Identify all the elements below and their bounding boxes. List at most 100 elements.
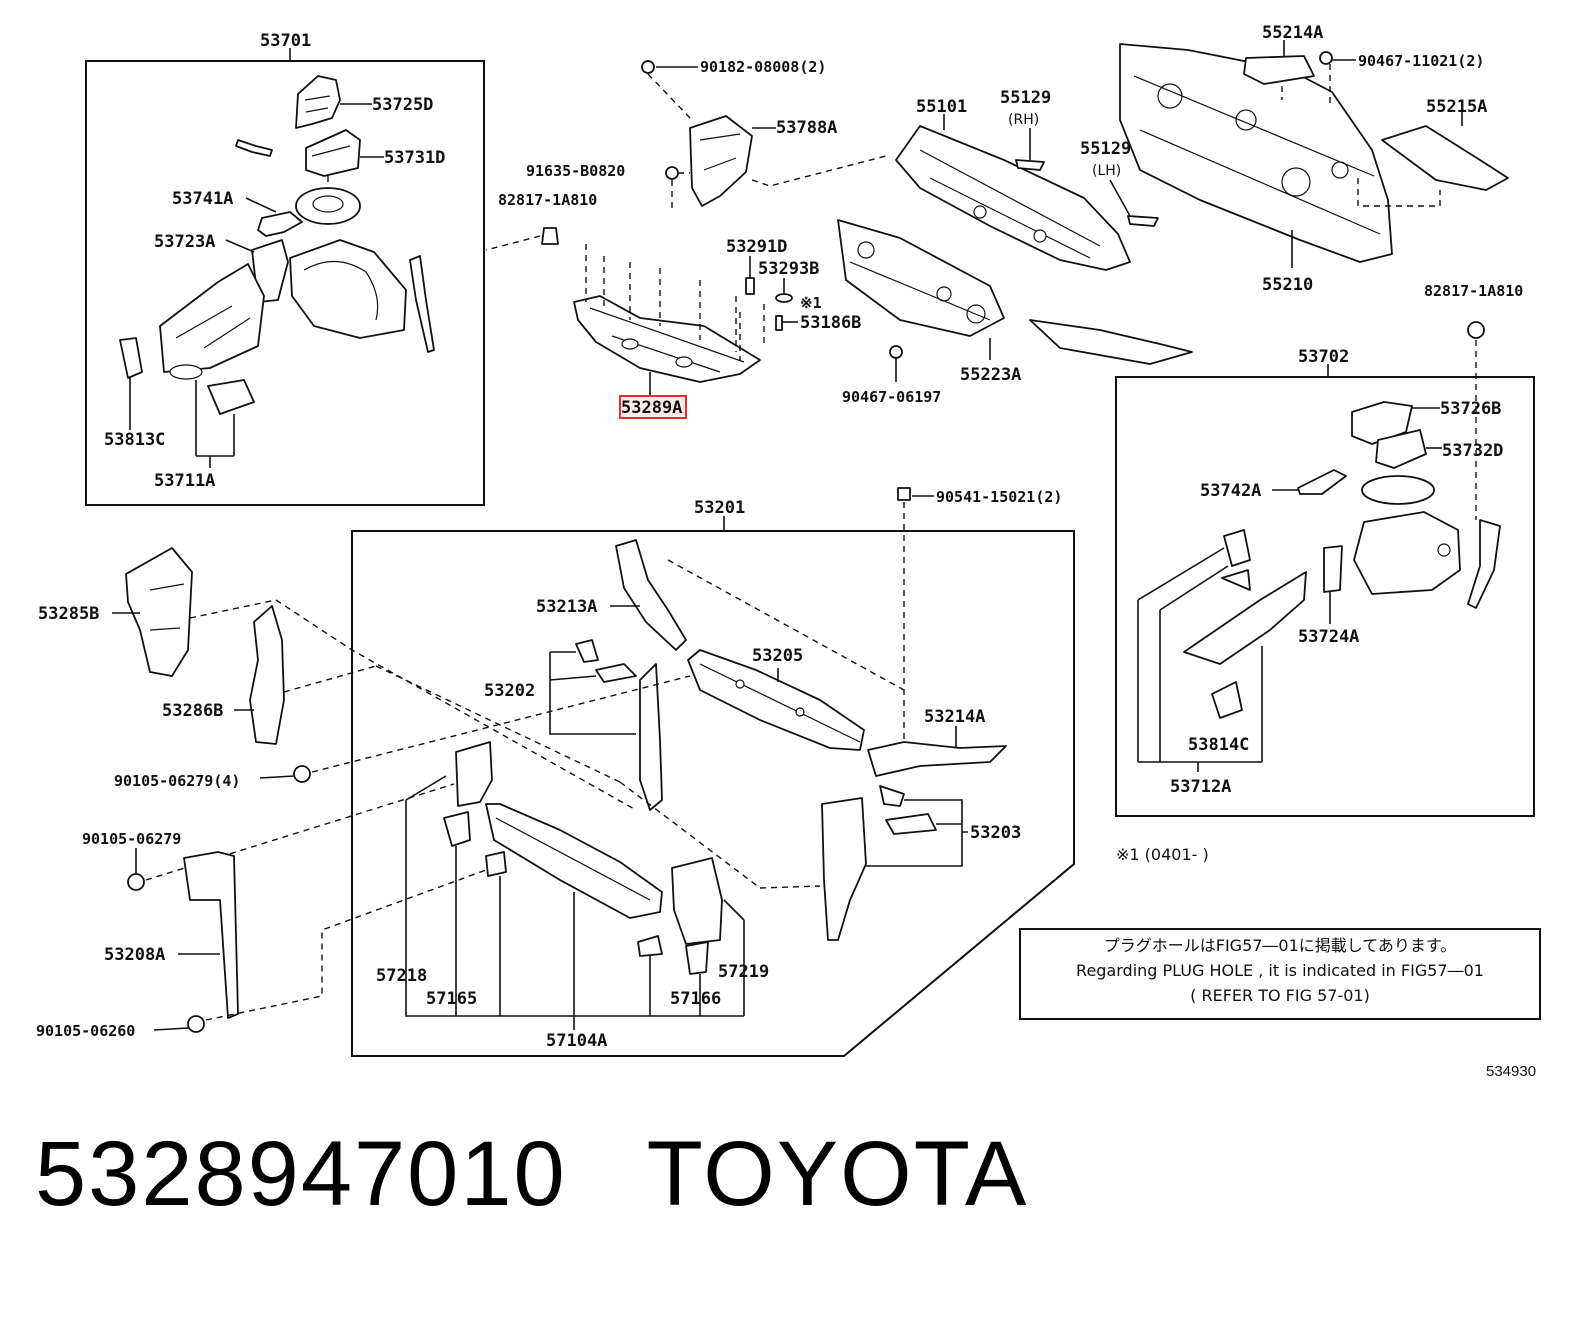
part-55215A-shape[interactable] xyxy=(1381,125,1509,191)
part-55101-shape[interactable] xyxy=(895,125,1131,271)
part-53813C-shape[interactable] xyxy=(119,337,143,379)
label-53814C[interactable]: 53814C xyxy=(1188,735,1249,755)
part-53726B-shape[interactable] xyxy=(1351,401,1413,445)
label-55129RH[interactable]: 55129 xyxy=(1000,88,1051,108)
part-53814C-shape[interactable] xyxy=(1211,681,1243,719)
part-57104A-shape[interactable] xyxy=(485,803,663,919)
part-53285B-shape[interactable] xyxy=(125,547,193,677)
clip-82817b-icon[interactable] xyxy=(1467,321,1485,339)
part-53214A-shape[interactable] xyxy=(867,741,1007,777)
bolt-90182-icon[interactable] xyxy=(641,60,655,74)
label-90105c[interactable]: 90105-06260 xyxy=(36,1022,135,1040)
part-53205-shape[interactable] xyxy=(687,649,865,751)
label-53741A[interactable]: 53741A xyxy=(172,189,233,209)
label-57218[interactable]: 57218 xyxy=(376,966,427,986)
part-53741A-shape[interactable] xyxy=(257,211,303,237)
label-53731D[interactable]: 53731D xyxy=(384,148,445,168)
label-90541[interactable]: 90541-15021(2) xyxy=(936,488,1062,506)
label-57165[interactable]: 57165 xyxy=(426,989,477,1009)
part-53286B-shape[interactable] xyxy=(249,605,285,745)
label-53208A[interactable]: 53208A xyxy=(104,945,165,965)
part-55129LH-shape[interactable] xyxy=(1127,215,1159,227)
label-53289A[interactable]: 53289A xyxy=(621,398,682,418)
part-53788A-shape[interactable] xyxy=(689,115,753,207)
label-82817b[interactable]: 82817-1A810 xyxy=(1424,282,1523,300)
label-53813C[interactable]: 53813C xyxy=(104,430,165,450)
part-53213A-shape[interactable] xyxy=(615,539,687,651)
label-mark1: ※1 xyxy=(800,294,822,312)
label-57104A[interactable]: 57104A xyxy=(546,1031,607,1051)
part-57219-shape[interactable] xyxy=(671,857,723,945)
part-53202a-shape[interactable] xyxy=(575,639,599,663)
part-55129RH-shape[interactable] xyxy=(1015,159,1045,171)
part-53203a-shape[interactable] xyxy=(879,785,905,807)
part-53725D-shape[interactable] xyxy=(295,75,341,129)
label-53711A[interactable]: 53711A xyxy=(154,471,215,491)
part-53293B-shape[interactable] xyxy=(775,293,793,303)
label-53203[interactable]: 53203 xyxy=(970,823,1021,843)
label-90467b[interactable]: 90467-11021(2) xyxy=(1358,52,1484,70)
label-55129LH-sub: (LH) xyxy=(1092,163,1121,179)
label-55214A[interactable]: 55214A xyxy=(1262,23,1323,43)
clip-90467a-icon[interactable] xyxy=(889,345,903,359)
label-53724A[interactable]: 53724A xyxy=(1298,627,1359,647)
label-55215A[interactable]: 55215A xyxy=(1426,97,1487,117)
clip-90467b-icon[interactable] xyxy=(1319,51,1333,65)
label-53214A[interactable]: 53214A xyxy=(924,707,985,727)
bolt-90541-icon[interactable] xyxy=(897,487,911,501)
label-53213A[interactable]: 53213A xyxy=(536,597,597,617)
label-53732D[interactable]: 53732D xyxy=(1442,441,1503,461)
label-53788A[interactable]: 53788A xyxy=(776,118,837,138)
label-53202[interactable]: 53202 xyxy=(484,681,535,701)
part-53711A-shape[interactable] xyxy=(207,379,255,415)
part-53742A-shape[interactable] xyxy=(1297,469,1347,495)
label-53186B[interactable]: 53186B xyxy=(800,313,861,333)
label-53726B[interactable]: 53726B xyxy=(1440,399,1501,419)
label-53723A[interactable]: 53723A xyxy=(154,232,215,252)
bolt-90105b-icon[interactable] xyxy=(127,873,145,891)
part-53732D-shape[interactable] xyxy=(1375,429,1427,469)
part-53203b-shape[interactable] xyxy=(885,813,937,835)
part-53202b-shape[interactable] xyxy=(595,663,637,683)
label-55210[interactable]: 55210 xyxy=(1262,275,1313,295)
label-53285B[interactable]: 53285B xyxy=(38,604,99,624)
group-53702-frame xyxy=(1115,376,1535,817)
label-53286B[interactable]: 53286B xyxy=(162,701,223,721)
part-57166a-shape[interactable] xyxy=(637,935,663,957)
part-53291D-shape[interactable] xyxy=(745,277,755,295)
part-57218-shape[interactable] xyxy=(443,811,471,847)
group-left-side: 53285B 53286B 90105-06279(4) 90105-06279… xyxy=(36,547,691,1040)
part-57165-shape[interactable] xyxy=(485,851,507,877)
label-55223A[interactable]: 55223A xyxy=(960,365,1021,385)
group-label-53201: 53201 xyxy=(694,498,745,518)
label-90105a[interactable]: 90105-06279(4) xyxy=(114,772,240,790)
plug-hole-note: プラグホールはFIG57―01に掲載してあります。 Regarding PLUG… xyxy=(1019,928,1541,1020)
label-90467a[interactable]: 90467-06197 xyxy=(842,388,941,406)
label-53725D[interactable]: 53725D xyxy=(372,95,433,115)
label-82817a[interactable]: 82817-1A810 xyxy=(498,191,597,209)
label-53712A[interactable]: 53712A xyxy=(1170,777,1231,797)
part-53208A-shape[interactable] xyxy=(183,851,239,1019)
part-53724A-shape[interactable] xyxy=(1323,545,1343,593)
label-57219[interactable]: 57219 xyxy=(718,962,769,982)
part-55214A-shape[interactable] xyxy=(1243,55,1315,85)
part-55223A-shape[interactable] xyxy=(837,219,1005,337)
label-53293B[interactable]: 53293B xyxy=(758,259,819,279)
label-91635[interactable]: 91635-B0820 xyxy=(526,162,625,180)
part-53731D-shape[interactable] xyxy=(305,129,361,177)
part-53186B-shape[interactable] xyxy=(775,315,783,331)
bolt-90105c-icon[interactable] xyxy=(187,1015,205,1033)
label-90182[interactable]: 90182-08008(2) xyxy=(700,58,826,76)
part-53289A-shape[interactable] xyxy=(573,295,761,383)
label-57166[interactable]: 57166 xyxy=(670,989,721,1009)
bolt-90105a-icon[interactable] xyxy=(293,765,311,783)
label-53205[interactable]: 53205 xyxy=(752,646,803,666)
label-55101[interactable]: 55101 xyxy=(916,97,967,117)
label-90105b[interactable]: 90105-06279 xyxy=(82,830,181,848)
clip-82817-icon[interactable] xyxy=(541,227,559,245)
label-53291D[interactable]: 53291D xyxy=(726,237,787,257)
bolt-91635-icon[interactable] xyxy=(665,166,679,180)
label-53742A[interactable]: 53742A xyxy=(1200,481,1261,501)
label-55129LH[interactable]: 55129 xyxy=(1080,139,1131,159)
part-57166b-shape[interactable] xyxy=(685,941,709,975)
